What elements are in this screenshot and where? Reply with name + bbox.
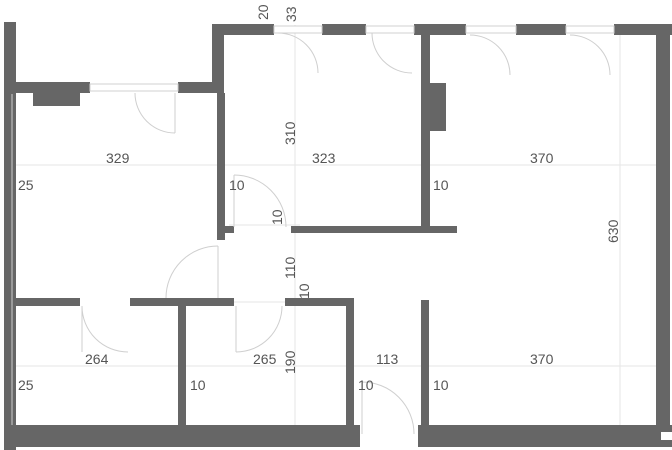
dimension-labels: 20 33 329 323 370 25 10 10 10 310 630 11… (18, 4, 621, 393)
label-room-kitchen-width: 329 (106, 150, 130, 166)
doors (81, 32, 611, 435)
label-room-bottom-left-width: 264 (85, 351, 109, 367)
label-wall-entrance-left: 10 (358, 377, 374, 393)
label-wall-left-bottom: 25 (18, 377, 34, 393)
label-height-190: 190 (282, 350, 298, 374)
label-wall-left-top: 25 (18, 177, 34, 193)
label-room-mid-width: 323 (312, 150, 336, 166)
label-corridor-10: 10 (296, 283, 312, 299)
label-corridor-110: 110 (282, 256, 298, 279)
label-wall-corridor-upper: 10 (269, 209, 285, 225)
label-wall-bottom-mid: 10 (190, 377, 206, 393)
label-wall-mid-top: 10 (229, 177, 245, 193)
label-wall-entrance-right: 10 (433, 377, 449, 393)
walls (4, 22, 672, 450)
label-top-33: 33 (283, 6, 299, 22)
windows (11, 25, 615, 425)
label-height-310: 310 (282, 121, 298, 145)
label-room-bottom-mid-width: 265 (253, 351, 277, 367)
label-height-630: 630 (605, 219, 621, 243)
label-room-bottom-right-width: 370 (530, 351, 554, 367)
label-room-right-width: 370 (530, 150, 554, 166)
label-entrance-width: 113 (376, 351, 399, 367)
label-top-20: 20 (255, 4, 271, 20)
label-wall-right-top: 10 (433, 177, 449, 193)
